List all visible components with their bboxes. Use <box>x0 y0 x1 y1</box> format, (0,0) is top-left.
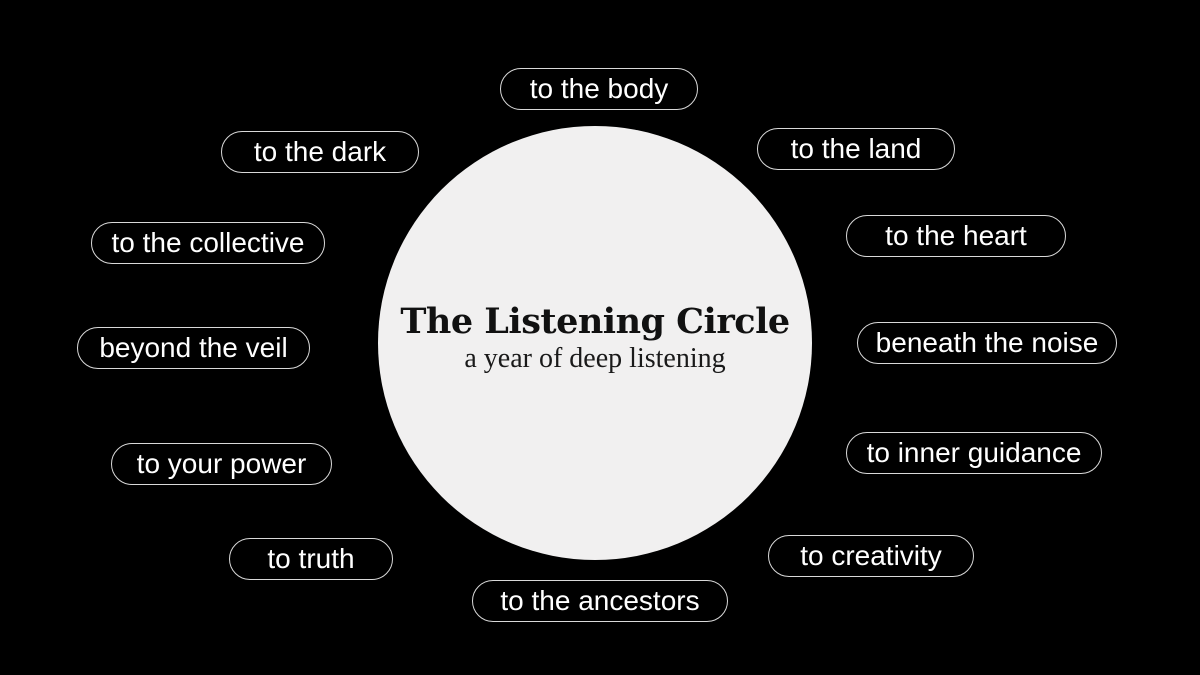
label-to-truth: to truth <box>229 538 393 580</box>
label-to-your-power: to your power <box>111 443 332 485</box>
label-beneath-the-noise: beneath the noise <box>857 322 1117 364</box>
label-to-the-land: to the land <box>757 128 955 170</box>
label-to-the-collective: to the collective <box>91 222 325 264</box>
label-beyond-the-veil: beyond the veil <box>77 327 310 369</box>
label-to-the-dark: to the dark <box>221 131 419 173</box>
label-to-inner-guidance: to inner guidance <box>846 432 1102 474</box>
circle-title: The Listening Circle <box>400 301 790 343</box>
label-to-the-body: to the body <box>500 68 698 110</box>
center-circle: The Listening Circle a year of deep list… <box>378 126 812 560</box>
label-to-creativity: to creativity <box>768 535 974 577</box>
label-to-the-heart: to the heart <box>846 215 1066 257</box>
label-to-the-ancestors: to the ancestors <box>472 580 728 622</box>
circle-subtitle: a year of deep listening <box>464 342 726 374</box>
